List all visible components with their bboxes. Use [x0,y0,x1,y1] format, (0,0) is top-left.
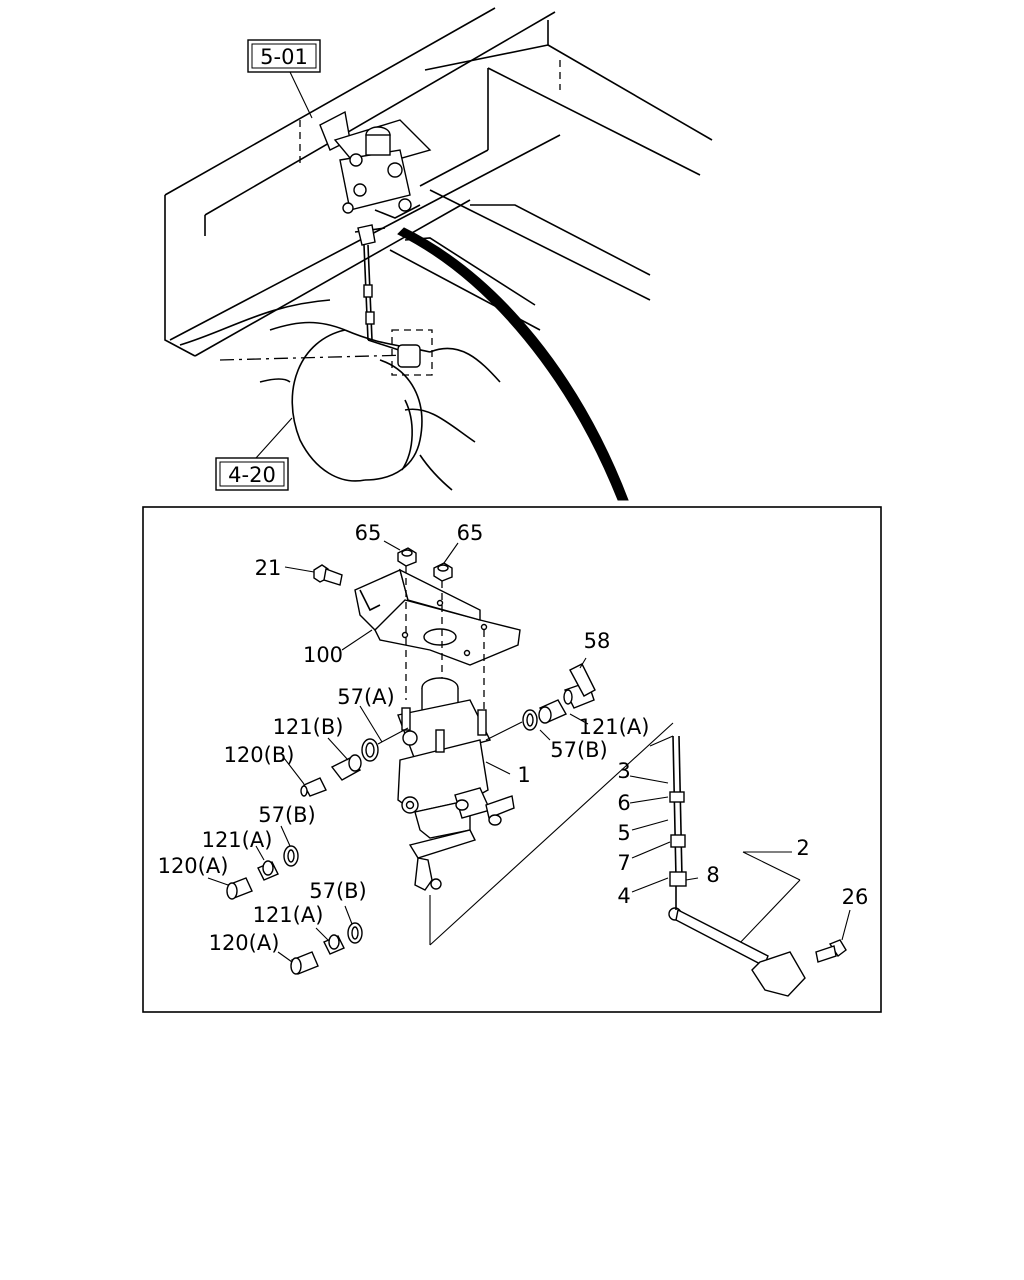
label-120a-mid: 120(A) [158,854,229,878]
label-100: 100 [303,643,343,667]
fitting-121b [330,754,362,781]
ring-57b-mid [283,845,299,867]
valve-lever [408,829,476,891]
label-65-left: 65 [355,521,382,545]
label-21: 21 [255,556,282,580]
label-1: 1 [517,763,530,787]
label-120b: 120(B) [224,743,295,767]
label-121a-low: 121(A) [253,903,324,927]
fitting-120a-mid [226,877,253,900]
ring-57b-right [522,709,538,731]
label-121a-right: 121(A) [579,715,650,739]
label-57b-low: 57(B) [309,879,367,903]
svg-text:5-01: 5-01 [260,45,308,69]
label-4: 4 [617,884,630,908]
label-3: 3 [617,759,630,783]
ref-frame-label: 5-01 [247,39,321,73]
label-120a-low: 120(A) [209,931,280,955]
bolt-26 [815,939,847,963]
label-57a: 57(A) [337,685,394,709]
label-57b-right: 57(B) [550,738,608,762]
label-6: 6 [617,791,630,815]
label-58: 58 [584,629,611,653]
fitting-120a-low [290,951,319,975]
label-121a-mid: 121(A) [202,828,273,852]
label-7: 7 [617,851,630,875]
label-121b: 121(B) [273,715,344,739]
label-57b-mid: 57(B) [258,803,316,827]
frame-overview: 5-01 4-20 [164,7,713,491]
fitting-120b [300,777,327,797]
rod-assembly [668,735,806,997]
label-65-right: 65 [457,521,484,545]
relay-valve-1 [397,677,515,839]
detail-frame [142,506,882,1013]
label-26: 26 [842,885,869,909]
label-8: 8 [706,863,719,887]
fitting-121a-low [323,934,345,955]
ring-57b-low [347,922,363,944]
fitting-121a-right [538,699,567,724]
label-2: 2 [796,836,809,860]
nut-65-right [433,562,453,582]
nut-65-left [397,547,417,567]
label-5: 5 [617,821,630,845]
ring-57a [361,738,379,762]
elbow-58 [563,663,596,709]
ref-axle-label: 4-20 [215,457,289,491]
bolt-21 [313,564,343,586]
svg-text:4-20: 4-20 [228,463,276,487]
detail-callout-curve [397,227,629,501]
fitting-121a-mid [257,860,279,881]
